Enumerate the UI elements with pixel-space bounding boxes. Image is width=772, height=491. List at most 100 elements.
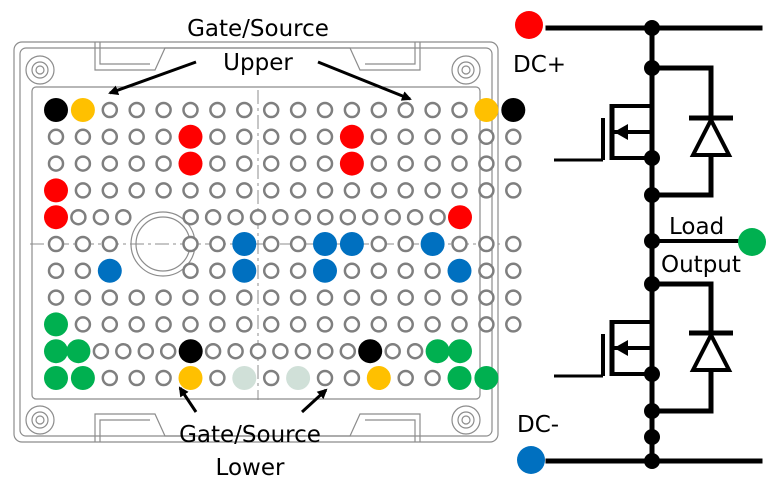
pin-empty-pin xyxy=(406,208,424,226)
arrow-upper-left xyxy=(108,60,197,95)
pin-dc-minus xyxy=(232,232,257,256)
pin-empty-pin xyxy=(115,342,132,360)
pin-empty-pin xyxy=(262,369,280,387)
pin-empty-pin xyxy=(128,289,145,306)
pin-empty-pin xyxy=(128,101,145,119)
pin-load xyxy=(447,366,472,390)
pin-empty-pin xyxy=(155,155,172,172)
dc-plus-terminal xyxy=(515,11,543,39)
pin-empty-pin xyxy=(209,155,226,172)
pin-dc-minus xyxy=(420,232,445,256)
pin-empty-pin xyxy=(478,155,495,172)
pin-empty-pin xyxy=(289,182,307,199)
arrow-upper-right xyxy=(317,60,412,101)
pin-empty-pin xyxy=(424,155,441,172)
pin-empty-pin xyxy=(478,235,495,253)
pin-empty-pin xyxy=(262,128,280,146)
pin-empty-pin xyxy=(478,128,495,146)
pin-empty-pin xyxy=(262,289,280,306)
pin-empty-pin xyxy=(424,262,441,280)
pin-empty-pin xyxy=(236,182,253,199)
pin-empty-pin xyxy=(47,155,65,172)
pin-empty-pin xyxy=(155,316,172,333)
pin-empty-pin xyxy=(74,262,92,280)
pin-unused-pin xyxy=(286,366,311,390)
pin-empty-pin xyxy=(182,101,199,119)
upper-diode xyxy=(689,115,733,157)
pin-empty-pin xyxy=(339,208,357,226)
pin-empty-pin xyxy=(74,182,92,199)
pin-empty-pin xyxy=(397,155,414,172)
pin-load xyxy=(44,339,68,364)
pin-empty-pin xyxy=(155,101,172,119)
pin-empty-pin xyxy=(370,289,388,306)
mounting-hole-bottom-left xyxy=(25,405,55,435)
pin-empty-pin xyxy=(236,155,253,172)
pin-empty-pin xyxy=(451,316,468,333)
pin-empty-pin xyxy=(397,262,414,280)
pin-empty-pin xyxy=(74,155,92,172)
pin-empty-pin xyxy=(451,128,468,146)
pin-empty-pin xyxy=(227,208,244,226)
pin-load xyxy=(448,339,472,364)
pin-source xyxy=(366,366,391,390)
pin-empty-pin xyxy=(429,208,446,226)
pin-empty-pin xyxy=(182,235,199,253)
pin-empty-pin xyxy=(424,316,441,333)
pin-empty-pin xyxy=(505,262,522,280)
pin-empty-pin xyxy=(397,289,414,306)
pin-load xyxy=(44,312,68,337)
pin-empty-pin xyxy=(128,316,145,333)
pin-empty-pin xyxy=(262,316,280,333)
pin-dc-minus xyxy=(313,232,337,256)
label-gate-source-upper: Gate/Source xyxy=(187,16,329,42)
pin-empty-pin xyxy=(155,289,172,306)
pin-empty-pin xyxy=(397,128,414,146)
pin-empty-pin xyxy=(343,369,361,387)
pin-empty-pin xyxy=(505,128,522,146)
pin-empty-pin xyxy=(294,208,312,226)
pin-empty-pin xyxy=(209,262,226,280)
pin-dc-plus xyxy=(44,205,68,230)
pin-empty-pin xyxy=(209,101,226,119)
pin-empty-pin xyxy=(47,262,65,280)
pin-empty-pin xyxy=(272,342,289,360)
pin-empty-pin xyxy=(227,342,244,360)
pin-empty-pin xyxy=(424,101,441,119)
pin-empty-pin xyxy=(505,235,522,253)
pin-empty-pin xyxy=(74,235,92,253)
pin-empty-pin xyxy=(101,369,119,387)
pin-empty-pin xyxy=(384,208,401,226)
pin-empty-pin xyxy=(451,235,468,253)
pin-empty-pin xyxy=(101,289,119,306)
label-dc-minus: DC- xyxy=(517,412,559,438)
pin-empty-pin xyxy=(155,182,172,199)
pin-empty-pin xyxy=(339,342,357,360)
pin-empty-pin xyxy=(128,182,145,199)
pin-empty-pin xyxy=(289,289,307,306)
upper-mosfet xyxy=(554,104,652,162)
pin-empty-pin xyxy=(47,128,65,146)
pin-empty-pin xyxy=(478,289,495,306)
pin-empty-pin xyxy=(236,316,253,333)
pin-empty-pin xyxy=(316,369,334,387)
pin-empty-pin xyxy=(451,101,468,119)
pin-load xyxy=(70,366,95,390)
pin-empty-pin xyxy=(370,155,388,172)
pin-gate xyxy=(178,339,203,364)
pin-empty-pin xyxy=(236,101,253,119)
pin-empty-pin xyxy=(343,182,361,199)
lower-mosfet xyxy=(554,320,652,378)
pin-dc-minus xyxy=(232,258,257,283)
pin-empty-pin xyxy=(101,316,119,333)
pin-empty-pin xyxy=(74,128,92,146)
pin-load xyxy=(44,366,68,390)
mounting-hole-top-left xyxy=(25,55,55,85)
pin-empty-pin xyxy=(101,182,119,199)
pin-empty-pin xyxy=(370,235,388,253)
pin-empty-pin xyxy=(74,289,92,306)
pin-dc-plus xyxy=(339,151,364,176)
pin-empty-pin xyxy=(478,316,495,333)
pin-dc-minus xyxy=(313,258,337,283)
